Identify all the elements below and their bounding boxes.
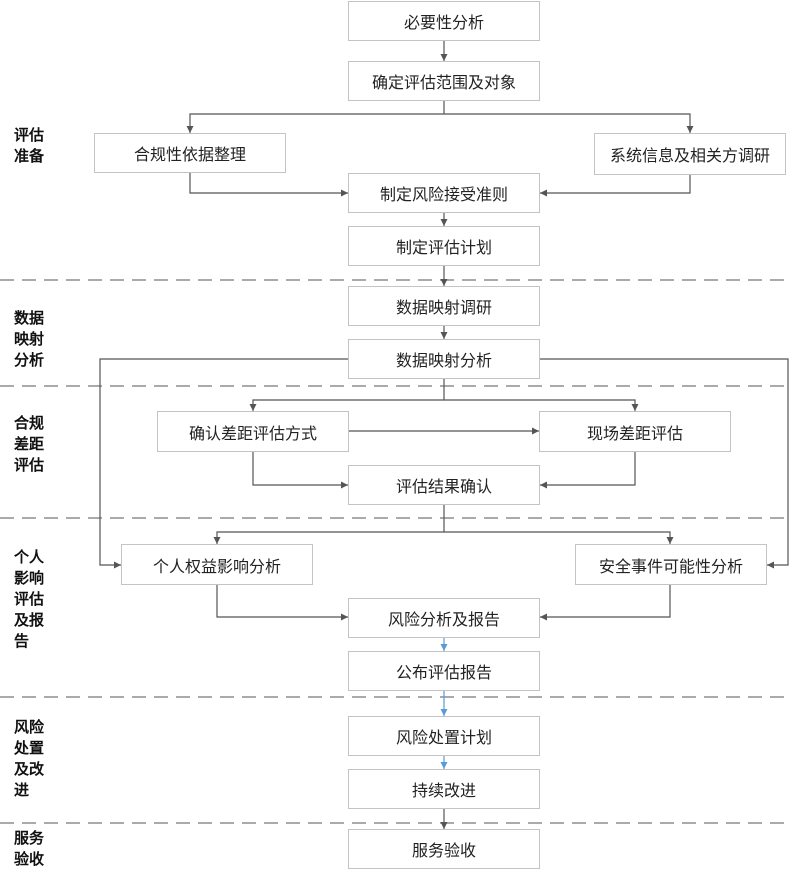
connectors [99,41,789,829]
arrow-analysis-security-event [540,358,789,569]
arrow-security-report [540,585,671,621]
arrow-rights-report [216,585,348,621]
arrow-analysis-onsite-gap [444,399,639,411]
arrow-survey-criteria [540,175,691,197]
phase-label-mapping: 数据映射分析 [14,309,45,369]
step-assessment-plan: 制定评估计划 [348,226,540,266]
step-onsite-gap: 现场差距评估 [539,411,731,452]
phase-label-prep: 评估准备 [14,126,45,165]
arrow-scope-system-survey [444,113,694,133]
step-gap-method: 确认差距评估方式 [157,411,349,452]
step-risk-report: 风险分析及报告 [348,598,540,638]
arrow-onsite-confirm [540,452,636,489]
arrow-scope-compliance-basis [186,101,445,133]
step-service-acceptance: 服务验收 [348,829,540,869]
step-data-mapping-analysis: 数据映射分析 [348,339,540,379]
phase-label-impact: 个人影响评估及报告 [14,548,45,650]
phase-label-service: 服务验收 [14,829,45,868]
arrow-confirm-rights-impact [213,505,445,544]
step-continuous-improve: 持续改进 [348,769,540,809]
arrow-confirm-security-event [444,531,674,544]
step-risk-criteria: 制定风险接受准则 [348,173,540,213]
step-necessity-analysis: 必要性分析 [348,1,540,41]
arrow-method-confirm [252,452,348,489]
arrow-basis-criteria [189,173,348,197]
step-security-event: 安全事件可能性分析 [575,544,767,585]
step-system-survey: 系统信息及相关方调研 [594,133,786,175]
arrow-analysis-gap-method [249,379,445,411]
step-define-scope: 确定评估范围及对象 [348,61,540,101]
step-risk-plan: 风险处置计划 [348,716,540,756]
step-data-mapping-survey: 数据映射调研 [348,286,540,326]
step-publish-report: 公布评估报告 [348,651,540,691]
phase-label-compliance: 合规差距评估 [14,414,45,474]
arrow-analysis-rights-impact [99,358,348,569]
step-result-confirm: 评估结果确认 [348,465,540,505]
step-compliance-basis: 合规性依据整理 [94,133,286,173]
step-rights-impact: 个人权益影响分析 [121,544,313,585]
phase-label-risk: 风险处置及改进 [14,718,45,799]
